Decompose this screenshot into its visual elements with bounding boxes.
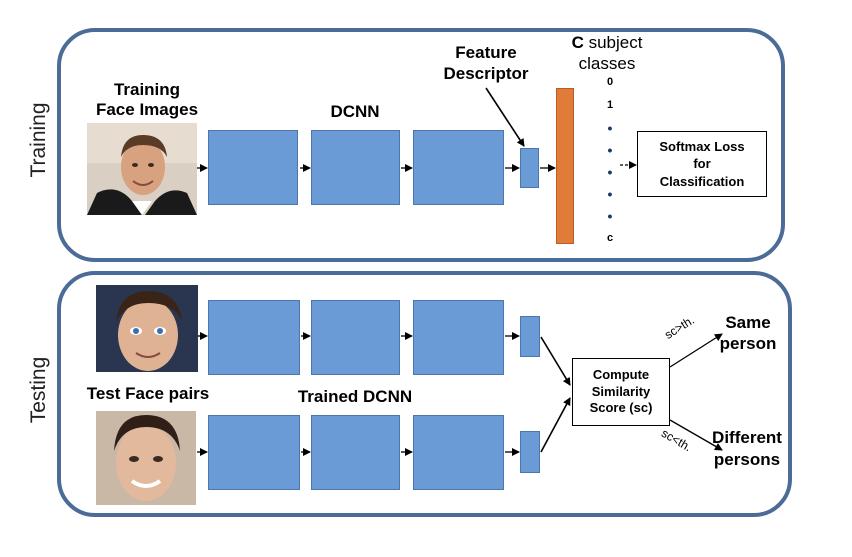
- arrow-low-feat-to-similarity: [540, 397, 571, 453]
- class-item-dot-1: •: [607, 120, 613, 136]
- test-lower-block-3: [413, 415, 504, 490]
- different-persons-label-1: Different: [712, 428, 782, 447]
- test-upper-feature-block: [520, 316, 540, 357]
- classes-label-1: C subject: [552, 33, 662, 53]
- loss-label-2: for: [693, 156, 711, 172]
- same-person-label-1: Same: [725, 313, 771, 332]
- class-item-dot-5: •: [607, 208, 613, 224]
- class-item-c: c: [606, 232, 614, 244]
- training-conv-block-3: [413, 130, 504, 205]
- feature-label-1: Feature: [455, 43, 517, 62]
- training-feature-descriptor-block: [520, 148, 539, 188]
- classes-label-subject: subject: [583, 33, 643, 52]
- similarity-label-3: Score (sc): [589, 400, 653, 416]
- training-input-label-1: Training: [113, 80, 181, 99]
- feature-label-2: Descriptor: [443, 64, 529, 83]
- test-lower-block-1: [208, 415, 300, 490]
- test-face-image-1: [96, 285, 198, 372]
- test-upper-block-1: [208, 300, 300, 375]
- similarity-box: Compute Similarity Score (sc): [572, 358, 670, 426]
- classes-label-c: C: [571, 33, 584, 52]
- same-person-label-2: person: [719, 334, 777, 353]
- class-item-dot-4: •: [607, 186, 613, 202]
- arrow-feature-label-pointer: [485, 87, 525, 147]
- subject-class-bar: [556, 88, 574, 244]
- training-face-image: [87, 123, 197, 215]
- class-item-dot-3: •: [607, 164, 613, 180]
- test-pairs-label: Test Face pairs: [86, 384, 210, 403]
- test-lower-block-2: [311, 415, 400, 490]
- training-input-label-2: Face Images: [95, 100, 199, 119]
- arrow-similarity-to-different: [669, 419, 723, 451]
- test-face-image-2: [96, 411, 196, 505]
- loss-label-3: Classification: [659, 173, 745, 189]
- dcnn-label: DCNN: [330, 102, 380, 121]
- test-upper-block-2: [311, 300, 400, 375]
- trained-dcnn-label: Trained DCNN: [297, 387, 413, 406]
- arrow-similarity-to-same: [669, 333, 723, 368]
- similarity-label-1: Compute: [592, 366, 650, 382]
- training-conv-block-1: [208, 130, 298, 205]
- different-persons-label-2: persons: [713, 450, 781, 469]
- test-lower-feature-block: [520, 431, 540, 473]
- class-item-dot-2: •: [607, 142, 613, 158]
- similarity-label-2: Similarity: [591, 383, 651, 399]
- loss-label-1: Softmax Loss: [659, 138, 745, 154]
- class-item-0: 0: [606, 76, 614, 88]
- arrow-up-feat-to-similarity: [540, 336, 571, 386]
- training-conv-block-2: [311, 130, 400, 205]
- class-item-1: 1: [606, 99, 614, 111]
- test-upper-block-3: [413, 300, 504, 375]
- softmax-loss-box: Softmax Loss for Classification: [637, 131, 767, 197]
- classes-label-2: classes: [578, 54, 636, 73]
